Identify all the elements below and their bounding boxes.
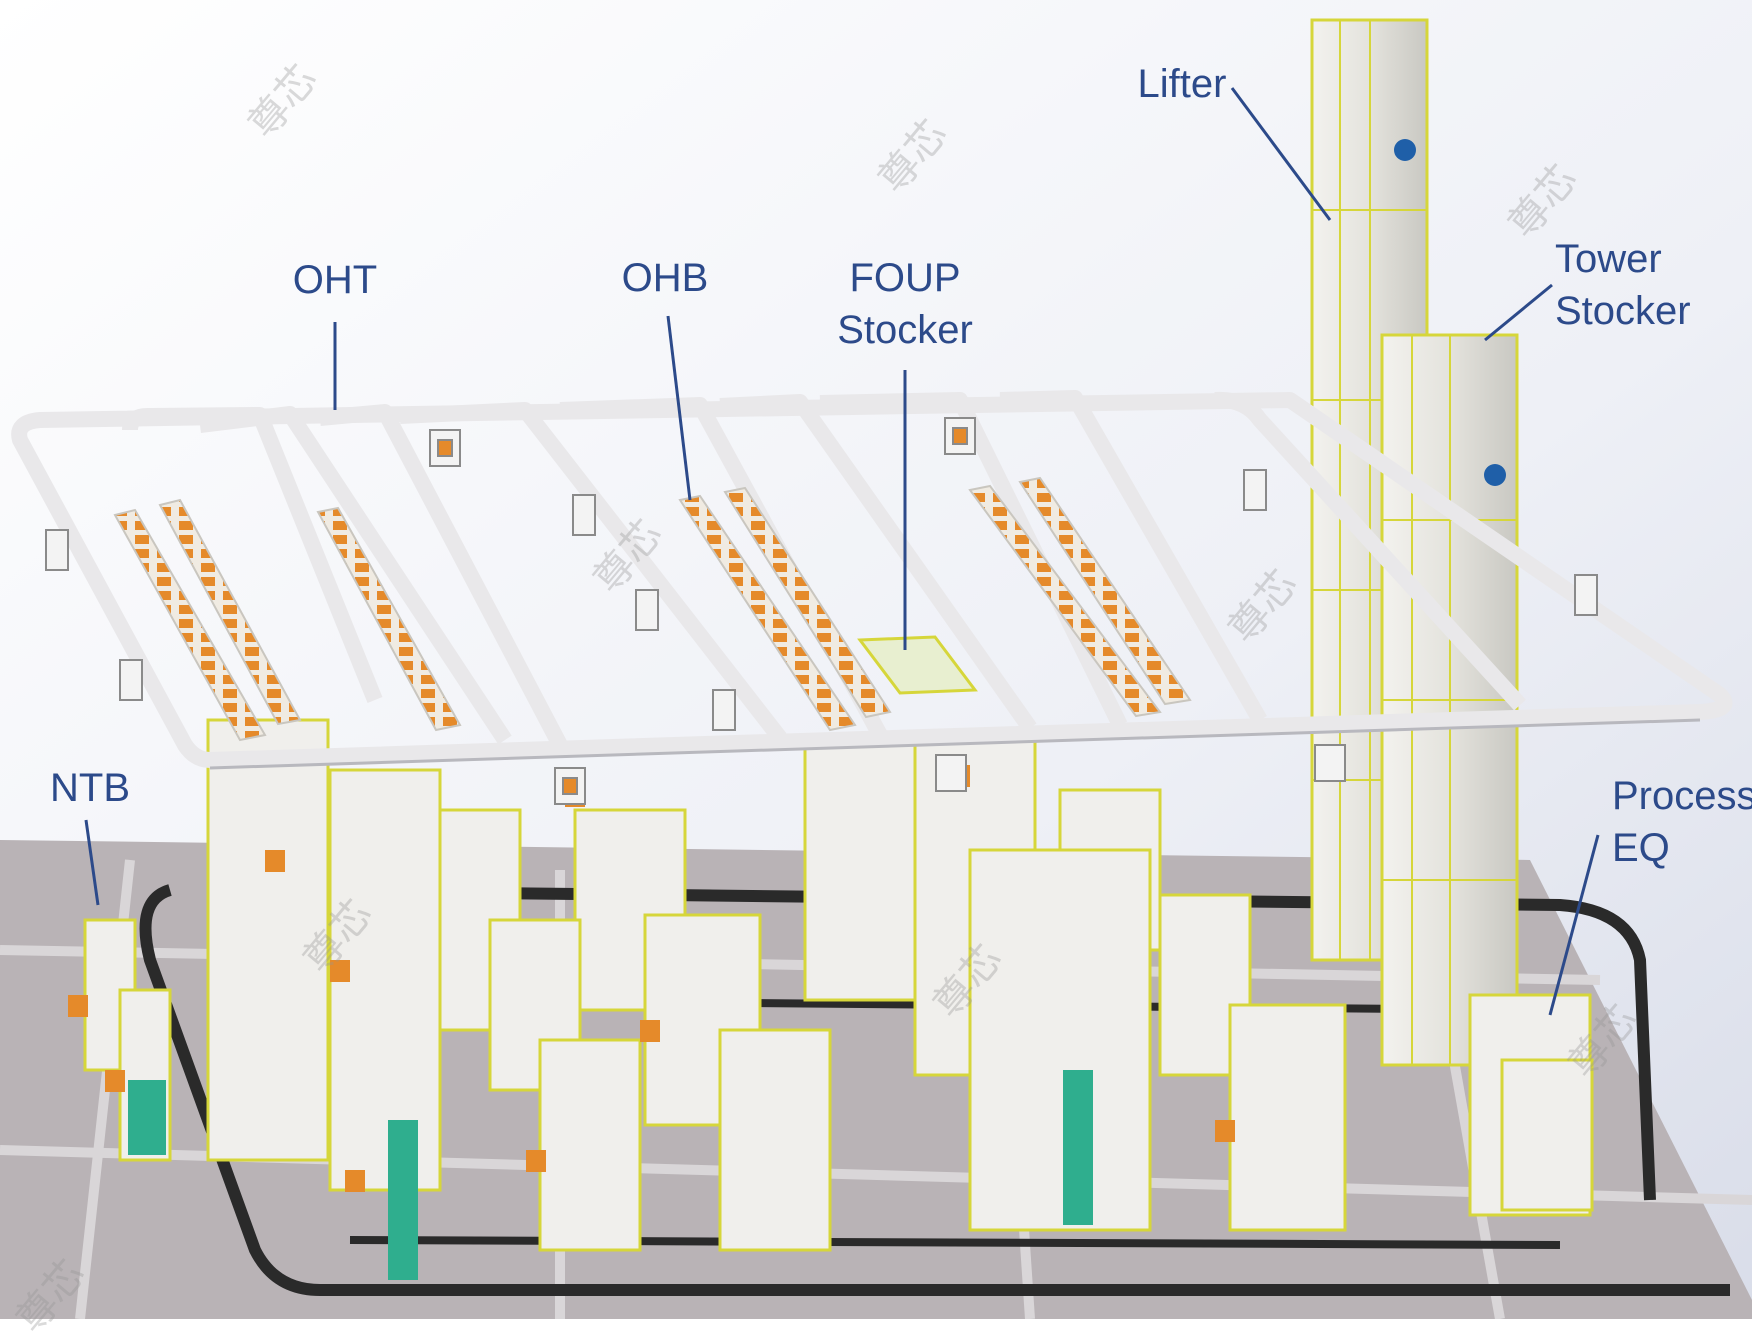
tower-stocker-leader-line bbox=[1484, 283, 1553, 342]
ntb-label-text: NTB bbox=[50, 766, 130, 810]
ohb-label: OHB bbox=[620, 252, 710, 304]
ntb-leader-line bbox=[84, 819, 100, 906]
tower-stocker-label: Tower Stocker bbox=[1555, 233, 1691, 337]
oht-label-text: OHT bbox=[292, 258, 378, 302]
ohb-leader-line bbox=[666, 315, 692, 501]
ohb-label-text: OHB bbox=[621, 256, 709, 300]
logo-icon bbox=[1394, 139, 1416, 161]
lifter-label: Lifter bbox=[1132, 58, 1232, 110]
logo-icon bbox=[1484, 464, 1506, 486]
ntb-label: NTB bbox=[50, 762, 130, 814]
floor-track bbox=[139, 884, 1730, 1296]
foup-stocker-label: FOUP Stocker bbox=[835, 252, 975, 356]
oht-vehicles bbox=[45, 417, 1598, 805]
oht-rail-shadow bbox=[209, 718, 1701, 770]
foup-stocker-platform bbox=[857, 635, 978, 695]
process-eq-leader-line bbox=[1548, 834, 1600, 1016]
oht-label: OHT bbox=[290, 254, 380, 306]
ohb-racks bbox=[113, 476, 1192, 742]
tower-stocker-label-line1: Tower bbox=[1555, 237, 1662, 281]
foup-stocker-label-line2: Stocker bbox=[837, 308, 973, 352]
process-eq-label-line1: Process bbox=[1612, 774, 1752, 818]
leader-lines bbox=[84, 87, 1600, 1016]
process-eq-label: Process EQ bbox=[1612, 770, 1752, 874]
foup-stocker-label-line1: FOUP bbox=[849, 256, 961, 300]
process-eq-label-line2: EQ bbox=[1612, 826, 1670, 870]
lifter-label-text: Lifter bbox=[1137, 62, 1227, 106]
tower-stocker bbox=[1380, 333, 1519, 1067]
lifter-leader-line bbox=[1230, 87, 1332, 221]
doors bbox=[128, 1070, 1093, 1280]
tower-stocker-label-line2: Stocker bbox=[1555, 289, 1691, 333]
